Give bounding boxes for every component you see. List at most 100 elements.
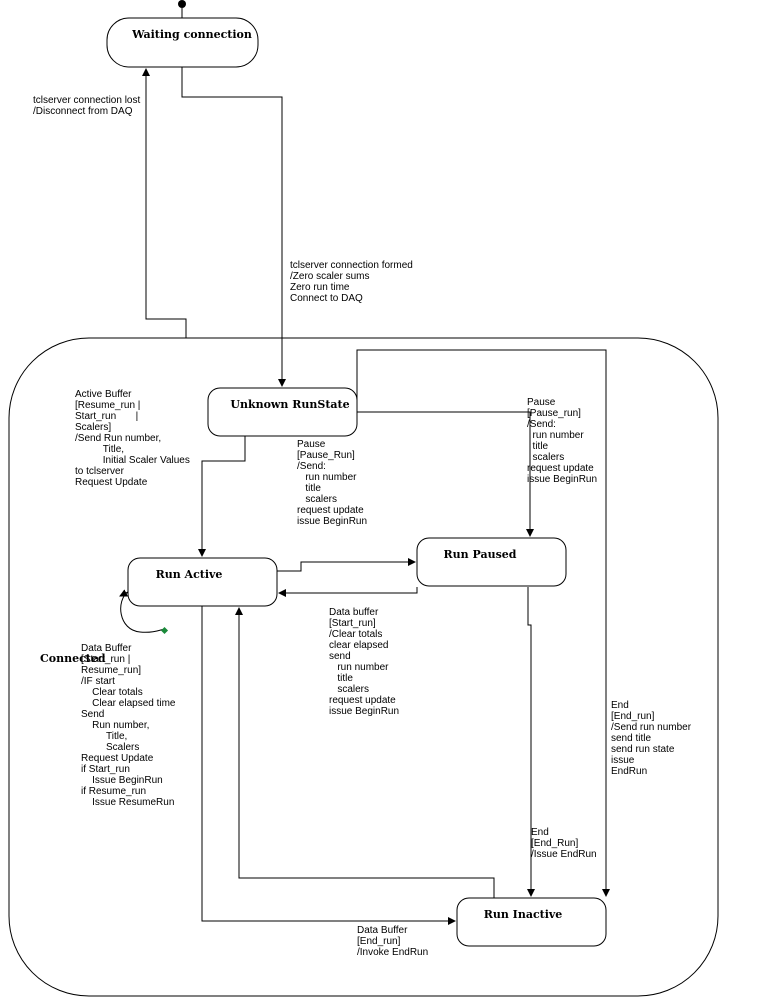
label-line: to tclserver [75, 466, 125, 477]
self-loop-arrow [119, 589, 129, 597]
label-line: /Issue EndRun [531, 849, 597, 860]
label-data-buffer-bottom: Data Buffer[End_run]/Invoke EndRun [357, 925, 428, 958]
label-line: Clear elapsed time [81, 698, 176, 709]
transition-active-to-paused [277, 558, 416, 572]
label-line: Issue ResumeRun [81, 797, 174, 808]
state-unknown-label: Unknown RunState [230, 398, 349, 411]
label-line: Zero run time [290, 282, 350, 293]
state-run-inactive: Run Inactive [456, 897, 607, 947]
transition-active-self-loop [120, 591, 165, 633]
label-connection-lost: tclserver connection lost/Disconnect fro… [33, 95, 140, 117]
label-line: /Invoke EndRun [357, 947, 428, 958]
label-line: [Start_run] [329, 618, 376, 629]
label-line: [Pause_Run] [297, 450, 355, 461]
label-line: Scalers] [75, 422, 111, 433]
transition-connection-formed [181, 67, 286, 387]
label-line: scalers [527, 452, 564, 463]
transition-connection-lost [142, 68, 187, 338]
label-line: issue BeginRun [297, 516, 367, 527]
label-line: [Pause_run] [527, 408, 581, 419]
transition-unknown-to-active [198, 436, 246, 557]
transition-active-to-inactive [201, 606, 456, 925]
label-line: [End_run] [611, 711, 655, 722]
label-line: [Start_run | [81, 654, 130, 665]
state-paused-label: Run Paused [444, 548, 517, 561]
label-pause-right: Pause[Pause_run]/Send: run number title … [527, 397, 597, 485]
transition-unknown-to-inactive [356, 349, 610, 897]
label-line: title [527, 441, 549, 452]
state-waiting-connection: Waiting connection [106, 17, 259, 68]
label-pause-mid: Pause[Pause_Run]/Send: run number title … [297, 439, 367, 527]
label-line: Initial Scaler Values [75, 455, 190, 466]
label-line: /Clear totals [329, 629, 382, 640]
label-line: [End_Run] [531, 838, 578, 849]
label-line: Issue BeginRun [81, 775, 163, 786]
initial-state-dot [178, 0, 186, 8]
label-line: if Resume_run [81, 786, 146, 797]
label-line: Title, [75, 444, 124, 455]
label-end-mid: End[End_Run]/Issue EndRun [531, 827, 597, 860]
label-line: /Zero scaler sums [290, 271, 369, 282]
label-line: [Resume_run | [75, 400, 140, 411]
label-line: send [329, 651, 351, 662]
label-line: title [329, 673, 353, 684]
label-line: run number [329, 662, 389, 673]
label-line: /Send run number [611, 722, 692, 733]
label-line: Data buffer [329, 607, 379, 618]
label-line: run number [527, 430, 584, 441]
label-data-buffer-left: Data Buffer[Start_run |Resume_run]/IF st… [81, 643, 176, 808]
label-line: Pause [527, 397, 556, 408]
state-unknown-runstate: Unknown RunState [207, 387, 358, 437]
label-line: /IF start [81, 676, 115, 687]
state-inactive-label: Run Inactive [484, 908, 563, 921]
label-line: request update [527, 463, 594, 474]
label-line: Scalers [81, 742, 139, 753]
state-active-label: Run Active [156, 568, 223, 581]
label-line: Start_run | [75, 411, 138, 422]
label-line: EndRun [611, 766, 647, 777]
label-line: run number [297, 472, 357, 483]
label-line: End [531, 827, 549, 838]
label-line: Connect to DAQ [290, 293, 363, 304]
label-line: tclserver connection formed [290, 260, 413, 271]
transition-paused-to-inactive [527, 587, 535, 897]
label-line: issue BeginRun [527, 474, 597, 485]
label-line: Pause [297, 439, 326, 450]
label-line: [End_run] [357, 936, 401, 947]
label-line: request update [329, 695, 396, 706]
label-line: Data Buffer [357, 925, 408, 936]
label-line: Resume_run] [81, 665, 141, 676]
label-line: if Start_run [81, 764, 130, 775]
label-line: scalers [297, 494, 337, 505]
transition-paused-to-active [278, 587, 418, 597]
label-line: End [611, 700, 629, 711]
state-run-active: Run Active [127, 557, 278, 607]
label-line: /Send: [527, 419, 556, 430]
state-run-paused: Run Paused [416, 537, 567, 587]
label-line: Run number, [81, 720, 149, 731]
label-line: Request Update [75, 477, 148, 488]
label-line: clear elapsed [329, 640, 388, 651]
label-line: request update [297, 505, 364, 516]
connected-superstate-label: Connected [40, 652, 106, 665]
label-line: tclserver connection lost [33, 95, 140, 106]
label-line: /Send Run number, [75, 433, 161, 444]
label-line: send run state [611, 744, 675, 755]
connected-superstate [8, 337, 719, 997]
state-waiting-label: Waiting connection [131, 28, 252, 41]
transition-unknown-to-paused [357, 411, 534, 537]
label-line: issue BeginRun [329, 706, 399, 717]
label-line: Data Buffer [81, 643, 132, 654]
label-line: Request Update [81, 753, 154, 764]
label-line: /Send: [297, 461, 326, 472]
label-line: title [297, 483, 321, 494]
connection-handle-marker [160, 626, 169, 635]
transition-inactive-to-active [235, 607, 495, 898]
label-line: issue [611, 755, 635, 766]
label-line: Active Buffer [75, 389, 132, 400]
label-line: scalers [329, 684, 369, 695]
label-line: Clear totals [81, 687, 143, 698]
